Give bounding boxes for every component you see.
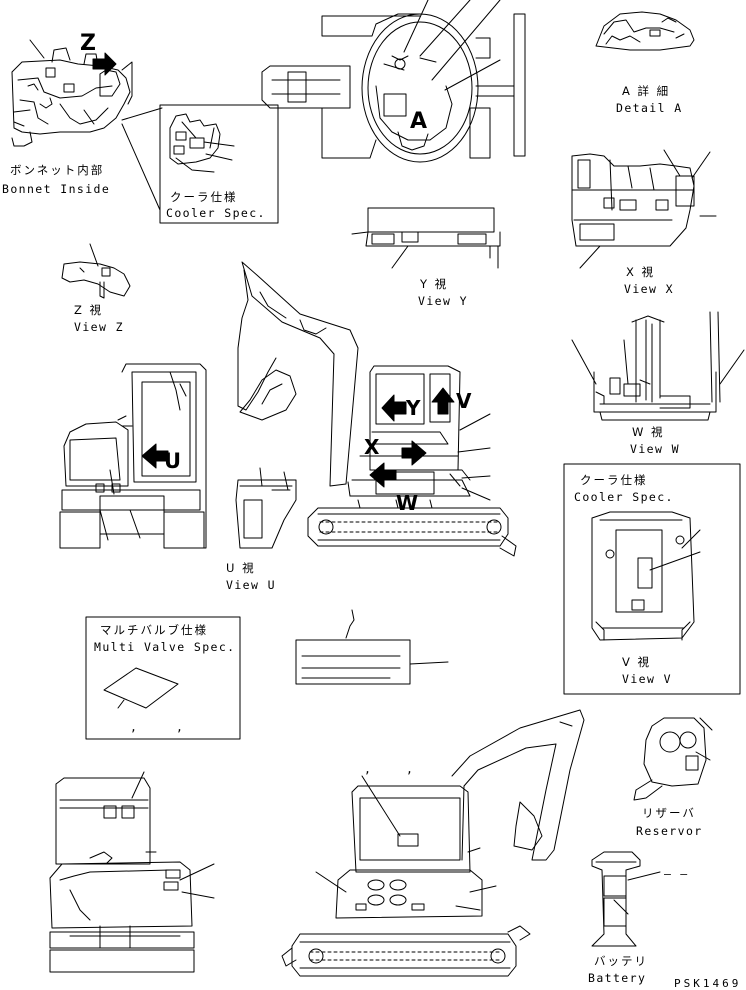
cooler-spec-drawing-1: [170, 114, 234, 172]
view-w-en: View W: [630, 442, 680, 456]
view-u-drawing: [236, 468, 296, 548]
drawing-number: PSK1469: [674, 977, 742, 990]
view-w-jp: W 視: [632, 425, 665, 439]
comma-mark-1: ,: [130, 720, 139, 734]
plan-view-drawing: [262, 0, 525, 162]
battery-jp: バッテリ: [594, 954, 648, 968]
arrow-y: [382, 395, 406, 421]
reservor-en: Reservor: [636, 824, 703, 838]
marker-u: U: [164, 449, 182, 473]
marker-w: W: [396, 491, 419, 515]
reservor-jp: リザーバ: [642, 806, 696, 820]
battery-drawing: [592, 852, 660, 946]
view-y-en: View Y: [418, 294, 468, 308]
view-y-drawing: [352, 208, 500, 268]
view-z-drawing: [62, 244, 130, 298]
cooler-spec-box-1: [160, 105, 278, 223]
cooler-spec-1-en: Cooler Spec.: [166, 206, 266, 220]
view-v-jp: V 視: [622, 655, 652, 669]
detail-a-en: Detail A: [616, 101, 683, 115]
multivalve-spec-box: [86, 617, 240, 739]
marker-a: A: [410, 109, 428, 134]
view-x-en: View X: [624, 282, 674, 296]
marker-v: V: [456, 389, 472, 413]
reservor-drawing: [634, 718, 712, 800]
label-panel-drawing: [296, 610, 448, 684]
excavator-front-drawing: [50, 772, 214, 972]
arrow-x-1: [370, 463, 396, 487]
cooler-spec-2-en: Cooler Spec.: [574, 490, 674, 504]
view-z-en: View Z: [74, 320, 124, 334]
detail-a-jp: A 詳 細: [622, 84, 671, 98]
view-z-jp: Z 視: [74, 303, 104, 317]
bonnet-inside-en: Bonnet Inside: [2, 182, 111, 196]
marker-x: X: [364, 435, 380, 459]
cooler-spec-box-2: [564, 464, 740, 694]
dash-marks: – –: [664, 867, 689, 881]
bonnet-inside-drawing: [12, 40, 162, 210]
marker-z: Z: [80, 31, 96, 56]
marker-y: Y: [406, 396, 421, 420]
comma-mark-2: ,: [176, 720, 185, 734]
view-v-drawing: [592, 512, 700, 640]
arrow-z: [93, 53, 116, 75]
comma-mark-3: ,: [364, 762, 373, 776]
view-x-jp: X 視: [626, 265, 656, 279]
side-view-left-drawing: [60, 364, 206, 548]
excavator-main-drawing: [238, 262, 516, 556]
detail-a-drawing: [596, 12, 694, 50]
excavator-bottom-drawing: [282, 710, 584, 976]
multivalve-en: Multi Valve Spec.: [94, 640, 236, 654]
view-u-en: View U: [226, 578, 276, 592]
view-x-drawing: [572, 150, 716, 268]
view-w-drawing: [572, 312, 744, 420]
multivalve-drawing: [104, 668, 178, 708]
view-y-jp: Y 視: [420, 277, 449, 291]
bonnet-inside-jp: ボンネット内部: [10, 163, 105, 177]
cooler-spec-1-jp: クーラ仕様: [170, 190, 238, 204]
view-u-jp: U 視: [226, 561, 256, 575]
comma-mark-4: ,: [406, 762, 415, 776]
multivalve-jp: マルチバルブ仕様: [100, 623, 208, 637]
view-v-en: View V: [622, 672, 672, 686]
cooler-spec-2-jp: クーラ仕様: [580, 473, 648, 487]
arrow-u: [142, 444, 168, 468]
battery-en: Battery: [588, 971, 647, 985]
arrow-x-2: [402, 441, 426, 465]
arrow-v: [432, 388, 454, 414]
